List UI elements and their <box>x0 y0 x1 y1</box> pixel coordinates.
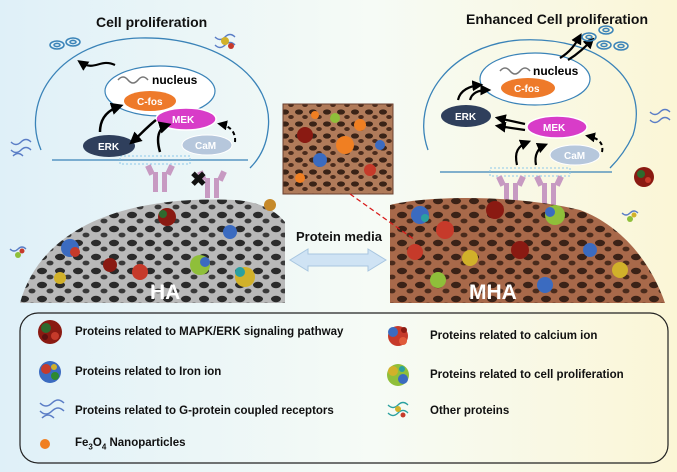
left-receptor <box>145 164 175 192</box>
mapk-erk-protein-icon <box>38 320 62 344</box>
protein-media-zoom <box>282 103 394 195</box>
ha-scaffold <box>20 199 285 303</box>
left-nucleus-label: nucleus <box>152 73 198 87</box>
left-mek-label: MEK <box>172 115 195 126</box>
legend-item-other: Other proteins <box>430 405 510 417</box>
right-erk-label: ERK <box>455 112 477 123</box>
protein-media-label: Protein media <box>296 229 382 244</box>
calcium-ion-protein-icon <box>388 326 408 346</box>
fe3o4-nanoparticle-icon <box>40 439 50 449</box>
right-cfos <box>501 78 555 98</box>
right-mek-label: MEK <box>543 123 566 134</box>
left-erk <box>83 135 135 157</box>
left-cfos <box>124 91 176 111</box>
right-nucleus-label: nucleus <box>533 64 579 78</box>
dna-helix-icon-right <box>499 67 531 75</box>
scaffold-proteins <box>54 199 628 293</box>
blocked-x-icon: ✖ <box>190 169 207 191</box>
gpcr-protein-icon <box>39 399 65 419</box>
zoom-callout-line <box>349 193 416 241</box>
right-receptor-2 <box>534 175 564 205</box>
left-cam <box>181 134 233 156</box>
exchange-double-arrow <box>289 248 387 272</box>
left-cfos-label: C-fos <box>137 97 163 108</box>
other-protein-icon <box>387 401 409 418</box>
legend-item-cell-proliferation: Proteins related to cell proliferation <box>430 369 624 381</box>
left-cam-label: CaM <box>195 141 216 152</box>
left-cell: nucleus C-fos ERK MEK CaM ✖ <box>34 37 270 198</box>
iron-ion-protein-icon <box>39 361 61 383</box>
left-title: Cell proliferation <box>96 14 208 30</box>
legend-item-iron-ion: Proteins related to Iron ion <box>75 366 222 378</box>
ha-label: HA <box>150 281 181 304</box>
legend-item-calcium-ion: Proteins related to calcium ion <box>430 330 598 342</box>
legend-box <box>19 312 669 464</box>
legend-item-mapk-erk: Proteins related to MAPK/ERK signaling p… <box>75 326 344 338</box>
mha-label: MHA <box>469 281 517 304</box>
legend-item-nanoparticle: Fe3O4 Nanoparticles <box>75 437 186 452</box>
right-mek <box>526 115 588 139</box>
right-cfos-label: C-fos <box>514 84 540 95</box>
dna-helix-icon <box>117 76 149 84</box>
right-cam <box>549 144 601 166</box>
right-erk <box>441 105 491 127</box>
right-cam-label: CaM <box>564 151 585 162</box>
legend-item-gpcr: Proteins related to G-protein coupled re… <box>75 405 334 417</box>
right-cell: nucleus C-fos ERK MEK CaM <box>423 25 637 205</box>
left-erk-label: ERK <box>98 142 120 153</box>
left-receptor-2 <box>197 170 227 198</box>
cell-proliferation-protein-icon <box>387 364 409 386</box>
right-vesicles <box>581 25 629 51</box>
right-receptor <box>496 175 526 205</box>
left-vesicles <box>49 37 81 50</box>
right-title: Enhanced Cell proliferation <box>466 11 649 27</box>
floating-proteins <box>9 33 671 258</box>
